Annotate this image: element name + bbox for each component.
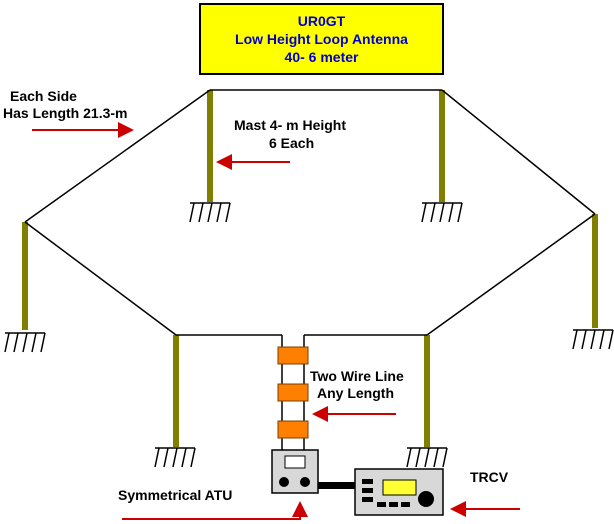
ground-top-right: [421, 202, 463, 223]
atu-knob-left: [279, 477, 289, 487]
masts: [22, 90, 598, 447]
label-two-wire-line2: Any Length: [317, 385, 394, 401]
title-callsign: UR0GT: [297, 13, 346, 29]
coax-cable: [318, 482, 356, 489]
mast-top-left: [207, 90, 213, 202]
atu-meter: [284, 455, 306, 469]
insulator-3: [277, 420, 309, 439]
label-two-wire: Two Wire Line: [310, 368, 404, 385]
label-each-side-line1: Each Side: [10, 88, 77, 104]
label-two-wire-line1: Two Wire Line: [310, 368, 404, 384]
label-atu: Symmetrical ATU: [118, 487, 233, 503]
trcv-display: [382, 479, 417, 496]
label-mast-line2: 6 Each: [269, 135, 315, 151]
label-each-side: Each Side: [10, 88, 77, 105]
ground-symbols: [4, 202, 614, 468]
mast-left: [22, 222, 28, 330]
trcv-device: [354, 468, 444, 516]
insulator-1: [277, 346, 309, 365]
title-box: UR0GT Low Height Loop Antenna 40- 6 mete…: [199, 3, 444, 75]
loop-wire: [24, 89, 596, 336]
label-two-wire-length: Any Length: [317, 385, 394, 402]
label-each-side-length: Has Length 21.3-m: [3, 105, 127, 122]
insulators: [277, 346, 309, 439]
ground-bottom-left: [154, 447, 196, 468]
ground-top-left: [189, 202, 231, 223]
label-trcv: TRCV: [470, 469, 509, 485]
arrows: [32, 122, 520, 520]
mast-top-right: [439, 90, 445, 202]
label-each-side-line2: Has Length 21.3-m: [3, 105, 128, 121]
title-band-range: 40- 6 meter: [284, 49, 359, 65]
atu-knob-right: [300, 477, 310, 487]
ground-bottom-right: [406, 447, 448, 468]
ground-left: [4, 332, 46, 353]
label-mast-count: 6 Each: [269, 135, 314, 152]
arrow-atu: [122, 501, 308, 520]
mast-right: [592, 214, 598, 328]
label-mast: Mast 4- m Height: [234, 117, 346, 134]
atu-device: [271, 449, 319, 494]
trcv-tuning-knob: [418, 491, 434, 507]
ground-right: [572, 329, 614, 350]
mast-bottom-left: [173, 335, 179, 447]
label-mast-line1: Mast 4- m Height: [234, 117, 347, 133]
mast-bottom-right: [424, 335, 430, 447]
title-antenna-name: Low Height Loop Antenna: [235, 31, 408, 47]
insulator-2: [277, 383, 309, 402]
